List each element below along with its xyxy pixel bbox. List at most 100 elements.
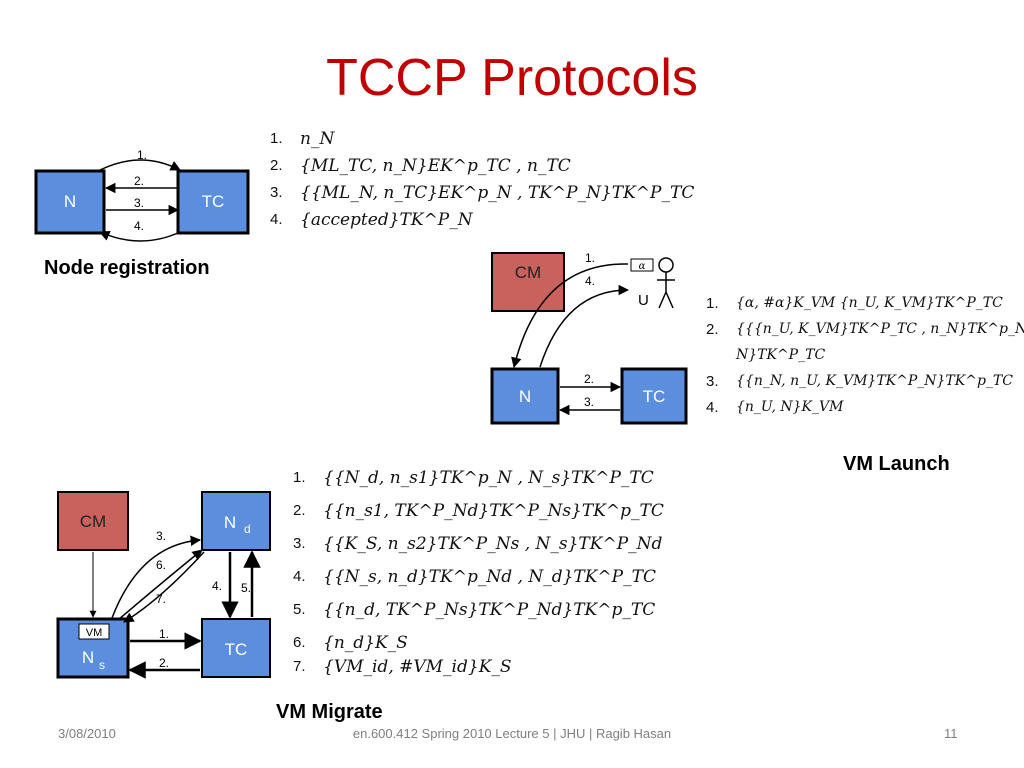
step-formula: {ML_TC, n_N}EK^p_TC , n_TC [300, 156, 571, 176]
registration-caption: Node registration [44, 257, 210, 279]
launch-edge-3-label: 3. [584, 395, 594, 409]
migrate-steps: 1.{{N_d, n_s1}TK^p_N , N_s}TK^P_TC 2.{{n… [293, 470, 664, 683]
step-formula: {α, #α}K_VM {n_U, K_VM}TK^P_TC [736, 295, 1003, 311]
migrate-step: 6. {n_d}K_S [293, 635, 664, 659]
footer-course: en.600.412 Spring 2010 Lecture 5 | JHU |… [352, 726, 672, 741]
migrate-node-nd-sub: d [244, 522, 251, 536]
migrate-edge-5-label: 5. [241, 581, 251, 595]
reg-node-n [34, 169, 106, 235]
migrate-step: 2. {{n_s1, TK^P_Nd}TK^P_Ns}TK^p_TC [293, 503, 664, 536]
migrate-node-ns-label: N [82, 648, 94, 667]
step-number: 3. [270, 184, 283, 201]
step-formula: {{N_d, n_s1}TK^p_N , N_s}TK^P_TC [323, 468, 654, 488]
launch-caption: VM Launch [843, 453, 950, 475]
migrate-edge-3-label: 3. [156, 529, 166, 543]
reg-edge-4 [99, 230, 181, 242]
step-formula: {n_d}K_S [323, 633, 408, 653]
registration-steps: 1. n_N 2. {ML_TC, n_N}EK^p_TC , n_TC 3. {{M… [270, 131, 694, 239]
launch-step: 3. {{n_N, n_U, K_VM}TK^P_N}TK^p_TC [706, 374, 1024, 400]
launch-edge-2-label: 2. [584, 372, 594, 386]
launch-edge-1-label: 1. [585, 251, 595, 265]
migrate-node-nd-label: N [224, 513, 236, 532]
registration-step: 4. {accepted}TK^P_N [270, 212, 694, 239]
migrate-edge-6 [117, 549, 203, 621]
step-number: 7. [293, 658, 306, 675]
migrate-diagram: CM N d VM N s TC 3. 6. 7. 4. 5. 1. 2. [56, 491, 271, 679]
reg-edge-4-label: 4. [134, 219, 144, 233]
step-formula: {accepted}TK^P_N [300, 210, 473, 230]
step-formula: {VM_id, #VM_id}K_S [323, 657, 512, 677]
step-number: 4. [706, 399, 719, 416]
migrate-caption: VM Migrate [276, 701, 383, 723]
step-formula: {{{n_U, K_VM}TK^P_TC , n_N}TK^p_N , [736, 321, 1024, 337]
step-number: 6. [293, 634, 306, 651]
step-number: 2. [293, 502, 306, 519]
user-icon [657, 257, 675, 309]
migrate-step: 3. {{K_S, n_s2}TK^P_Ns , N_s}TK^P_Nd [293, 536, 664, 569]
migrate-step: 4. {{N_s, n_d}TK^p_Nd , N_d}TK^P_TC [293, 569, 664, 602]
user-label: U [638, 292, 649, 309]
migrate-edge-3 [111, 535, 202, 619]
launch-node-n [490, 367, 560, 425]
step-formula: N}TK^P_TC [736, 347, 826, 363]
step-formula: {{N_s, n_d}TK^p_Nd , N_d}TK^P_TC [323, 567, 656, 587]
reg-node-n-label: N [64, 192, 76, 211]
step-formula: {{n_s1, TK^P_Nd}TK^P_Ns}TK^p_TC [323, 501, 664, 521]
step-number: 1. [706, 295, 719, 312]
step-formula: {{ML_N, n_TC}EK^p_N , TK^P_N}TK^P_TC [300, 183, 695, 203]
registration-step: 2. {ML_TC, n_N}EK^p_TC , n_TC [270, 158, 694, 185]
launch-edge-4 [539, 284, 630, 368]
vm-label: VM [86, 627, 103, 639]
step-number: 2. [706, 321, 719, 338]
reg-node-tc [176, 169, 250, 235]
launch-steps: 1. {α, #α}K_VM {n_U, K_VM}TK^P_TC 2. {{{n_… [706, 296, 1024, 426]
step-formula: n_N [300, 129, 335, 149]
launch-edge-4-label: 4. [585, 274, 595, 288]
launch-step: 1. {α, #α}K_VM {n_U, K_VM}TK^P_TC [706, 296, 1024, 322]
registration-step: 1. n_N [270, 131, 694, 158]
footer-date: 3/08/2010 [58, 726, 116, 741]
migrate-edge-4-label: 4. [212, 579, 222, 593]
launch-step: N}TK^P_TC [706, 348, 1024, 374]
migrate-edge-2-label: 2. [159, 656, 169, 670]
migrate-node-cm-label: CM [80, 512, 106, 531]
registration-step: 3. {{ML_N, n_TC}EK^p_N , TK^P_N}TK^P_TC [270, 185, 694, 212]
reg-edge-1 [99, 159, 181, 171]
migrate-edge-6-label: 6. [156, 558, 166, 572]
step-number: 5. [293, 601, 306, 618]
migrate-node-tc-label: TC [225, 640, 248, 659]
step-number: 4. [270, 211, 283, 228]
step-number: 3. [293, 535, 306, 552]
launch-diagram: CM N TC α U 1. 4. 2. 3. [490, 251, 688, 425]
launch-node-cm [491, 252, 565, 312]
migrate-node-cm [57, 491, 129, 551]
migrate-step: 5. {{n_d, TK^P_Ns}TK^P_Nd}TK^p_TC [293, 602, 664, 635]
step-number: 2. [270, 157, 283, 174]
launch-node-cm-label: CM [515, 263, 541, 282]
reg-edge-3-label: 3. [134, 196, 144, 210]
step-formula: {{K_S, n_s2}TK^P_Ns , N_s}TK^P_Nd [323, 534, 663, 554]
migrate-node-nd [201, 491, 271, 551]
migrate-edge-7 [123, 551, 205, 623]
registration-diagram: N TC 1. 2. 3. 4. [34, 148, 250, 242]
slide-title: TCCP Protocols [326, 49, 698, 107]
migrate-edge-1-label: 1. [159, 627, 169, 641]
migrate-edge-7-label: 7. [156, 592, 166, 606]
launch-node-n-label: N [519, 387, 531, 406]
launch-edge-1 [511, 263, 629, 369]
reg-edge-2-label: 2. [134, 174, 144, 188]
step-formula: {{n_N, n_U, K_VM}TK^P_N}TK^p_TC [736, 373, 1013, 389]
migrate-node-tc [201, 618, 271, 678]
step-number: 3. [706, 373, 719, 390]
vm-box [78, 623, 110, 640]
migrate-step: 7. {VM_id, #VM_id}K_S [293, 659, 664, 683]
alpha-box [630, 258, 654, 272]
step-number: 4. [293, 568, 306, 585]
step-number: 1. [270, 130, 283, 147]
reg-node-tc-label: TC [202, 192, 225, 211]
launch-step: 4.{n_U, N}K_VM [706, 400, 1024, 426]
launch-node-tc [620, 367, 688, 425]
step-formula: {{n_d, TK^P_Ns}TK^P_Nd}TK^p_TC [323, 600, 656, 620]
footer-page-number: 11 [944, 726, 958, 741]
